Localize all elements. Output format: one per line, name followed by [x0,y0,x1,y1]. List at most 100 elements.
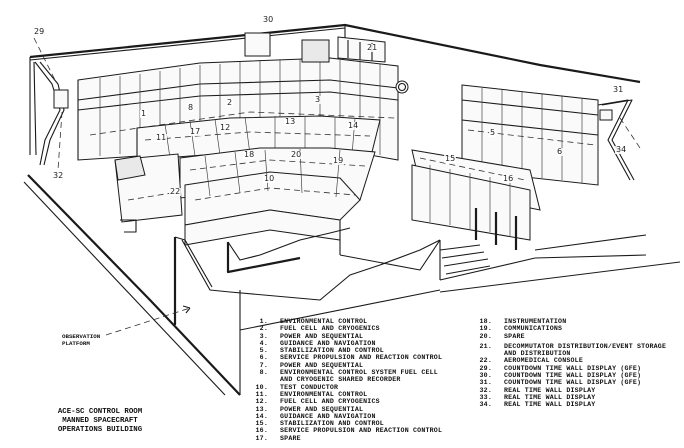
legend-item-number: 13. [255,405,268,413]
callout-30: 30 [262,15,275,24]
legend-item: 31.COUNTDOWN TIME WALL DISPLAY (GFE) [470,379,666,386]
legend-item-number: 30. [479,372,492,380]
callout-3: 3 [314,95,322,104]
legend-item-number: 2. [259,325,268,333]
callout-10: 10 [263,174,276,183]
legend-item-text: DECOMMUTATOR DISTRIBUTION/EVENT STORAGE … [504,342,667,358]
callout-29: 29 [33,27,46,36]
legend-item-text: INSTRUMENTATION [504,318,567,325]
callout-17: 17 [189,127,202,136]
title-line-3: OPERATIONS BUILDING [57,426,143,434]
callout-16: 16 [502,174,515,183]
legend-item-text: COMMUNICATIONS [504,325,563,333]
legend-item: 32. REAL TIME WALL DISPLAY [470,387,666,394]
legend-right: 18. INSTRUMENTATION 19. COMMUNICATIONS 20. SP… [470,318,666,409]
legend-item-number: 20. [479,332,492,340]
legend-item-text: ENVIRONMENTAL CONTROL [280,318,368,325]
legend-item-number: 12. [255,398,268,406]
legend-item-text: COUNTDOWN TIME WALL DISPLAY (GFE) [504,379,642,387]
legend-item-number: 22. [479,357,492,365]
observation-platform-label: OBSERVATION PLATFORM [62,333,101,347]
legend-item-number: 10. [255,383,268,391]
legend-item-text: REAL TIME WALL DISPLAY [504,386,596,394]
legend-item-text: FUEL CELL AND CRYOGENICS [280,325,380,333]
legend-item: 2. FUEL CELL AND CRYOGENICS [246,325,442,332]
legend-item-text: GUIDANCE AND NAVIGATION [280,412,376,420]
legend-item: 13. POWER AND SEQUENTIAL [246,406,442,413]
legend-item-number: 15. [255,420,268,428]
legend-item-text: ENVIRONMENTAL CONTROL SYSTEM FUEL CELL A… [280,369,438,384]
legend-item-number: 1. [259,318,268,325]
legend-item-number: 33. [479,393,492,401]
legend-item-number: 29. [479,364,492,372]
callout-18: 18 [243,150,256,159]
legend-item-number: 6. [259,354,268,362]
legend-item-text: REAL TIME WALL DISPLAY [504,393,596,401]
legend-item-number: 17. [255,434,268,442]
room-walls [23,23,647,396]
legend-item-number: 4. [259,339,268,347]
legend-item: 8.ENVIRONMENTAL CONTROL SYSTEM FUEL CELL… [246,369,442,384]
legend-item: 10.TEST CONDUCTOR [246,384,442,391]
legend-item-text: REAL TIME WALL DISPLAY [504,401,596,409]
legend-item: 11.ENVIRONMENTAL CONTROL [246,391,442,398]
legend-item-text: ENVIRONMENTAL CONTROL [280,390,368,398]
legend-item-number: 19. [479,325,492,333]
legend-item: 33. REAL TIME WALL DISPLAY [470,394,666,401]
title-line-1: ACE-SC CONTROL ROOM [57,408,143,416]
right-front-console [411,149,541,250]
legend-item-number: 32. [479,386,492,394]
legend-item: 7. POWER AND SEQUENTIAL [246,362,442,369]
callout-11: 11 [155,133,168,142]
legend-item: 17. SPARE [246,435,442,442]
legend-item: 3. POWER AND SEQUENTIAL [246,333,442,340]
legend-item-text: POWER AND SEQUENTIAL [280,332,364,340]
legend-item-text: SPARE [280,434,301,442]
legend-item: 21. DECOMMUTATOR DISTRIBUTION/EVENT STORA… [470,343,666,358]
legend-item-text: COUNTDOWN TIME WALL DISPLAY (GFE) [504,372,642,380]
legend-item-number: 3. [259,332,268,340]
legend-item-text: GUIDANCE AND NAVIGATION [280,339,376,347]
observation-platform [105,219,681,395]
legend-item: 14. GUIDANCE AND NAVIGATION [246,413,442,420]
legend-item-number: 14. [255,412,268,420]
callout-32: 32 [52,171,65,180]
legend-item-text: AEROMEDICAL CONSOLE [504,357,583,365]
legend-item-text: POWER AND SEQUENTIAL [280,361,364,369]
callout-8: 8 [187,103,195,112]
callout-31: 31 [612,85,625,94]
callout-12: 12 [219,123,232,132]
callout-2: 2 [226,98,234,107]
legend-item: 16. SERVICE PROPULSION AND REACTION CONTR… [246,427,442,434]
legend-item-text: STABILIZATION AND CONTROL [280,420,384,428]
legend-item-number: 7. [259,361,268,369]
legend-item-text: SPARE [504,332,525,340]
legend-item-number: 18. [479,318,492,325]
front-console-row [179,147,376,246]
callout-22: 22 [169,187,182,196]
legend-item: 1. ENVIRONMENTAL CONTROL [246,318,442,325]
legend-item-text: SERVICE PROPULSION AND REACTION CONTROL [280,427,443,435]
legend-item: 6. SERVICE PROPULSION AND REACTION CONTRO… [246,354,442,361]
legend-item: 29. COUNTDOWN TIME WALL DISPLAY (GFE) [470,365,666,372]
legend-left: 1. ENVIRONMENTAL CONTROL 2. FUEL CELL AND C… [246,318,442,442]
legend-item-text: POWER AND SEQUENTIAL [280,405,364,413]
legend-item-number: 16. [255,427,268,435]
legend-item: 22. AEROMEDICAL CONSOLE [470,357,666,364]
wall-display-29-32 [33,37,69,171]
callout-14: 14 [347,121,360,130]
legend-item-text: FUEL CELL AND CRYOGENICS [280,398,380,406]
legend-item: 5. STABILIZATION AND CONTROL [246,347,442,354]
legend-item: 20. SPARE [470,333,666,340]
legend-item: 4. GUIDANCE AND NAVIGATION [246,340,442,347]
legend-item-text: COUNTDOWN TIME WALL DISPLAY (GFE) [504,364,642,372]
legend-item-text: SERVICE PROPULSION AND REACTION CONTROL [280,354,443,362]
aeromedical-console-22 [114,153,183,223]
legend-item-text: STABILIZATION AND CONTROL [280,347,384,355]
callout-21: 21 [366,43,379,52]
legend-item-number: 21. [479,342,492,350]
callout-6: 6 [556,147,564,156]
legend-item-number: 5. [259,347,268,355]
callout-15: 15 [444,154,457,163]
